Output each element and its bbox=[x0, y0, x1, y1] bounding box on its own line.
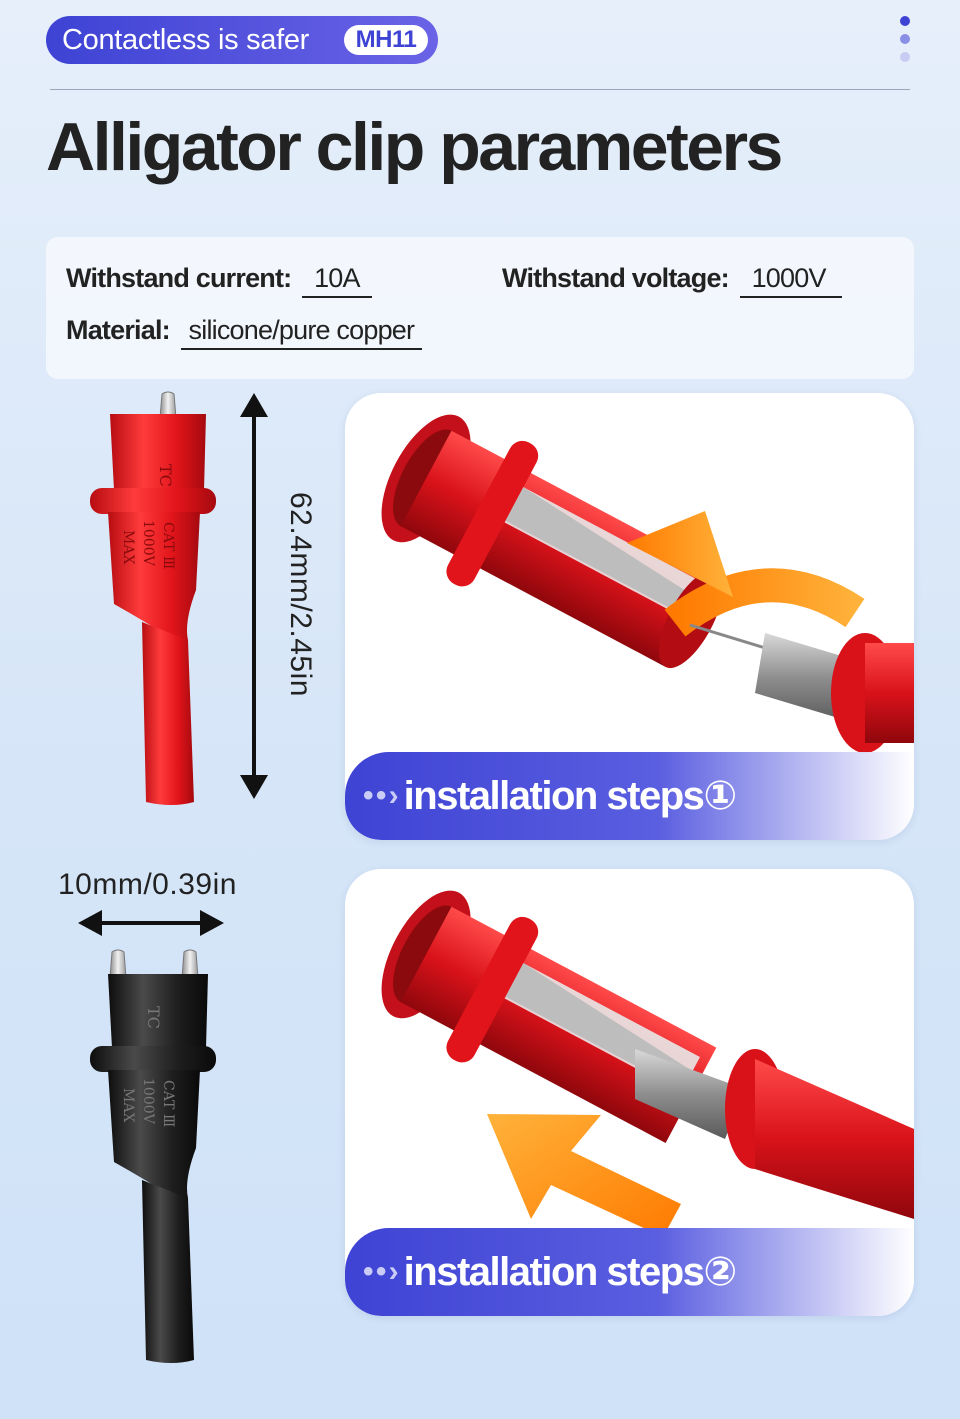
red-clip-max: MAX bbox=[120, 530, 136, 564]
red-clip-brand: TC bbox=[156, 464, 175, 487]
param-material: Material: silicone/pure copper bbox=[66, 315, 423, 350]
red-alligator-clip-image: TC MAX 1000V CAT Ⅲ bbox=[90, 391, 216, 805]
header-tagline-pill: Contactless is safer MH11 bbox=[46, 16, 438, 64]
param-material-label: Material: bbox=[66, 315, 171, 345]
black-clip-category: CAT Ⅲ bbox=[160, 1080, 176, 1127]
step-1-banner: • • › installation steps① bbox=[345, 752, 914, 840]
param-voltage-label: Withstand voltage: bbox=[502, 263, 730, 293]
length-dimension-label: 62.4mm/2.45in bbox=[284, 492, 317, 697]
step-2-banner: • • › installation steps② bbox=[345, 1228, 914, 1316]
step-1-label: installation steps① bbox=[403, 774, 738, 818]
param-material-value: silicone/pure copper bbox=[180, 315, 423, 350]
step-1-card: • • › installation steps① bbox=[345, 393, 914, 840]
step-1-photo bbox=[381, 414, 914, 753]
model-badge: MH11 bbox=[344, 25, 428, 55]
length-dimension-arrow bbox=[240, 393, 268, 799]
black-alligator-clip-image: TC MAX 1000V CAT Ⅲ bbox=[90, 949, 216, 1363]
width-dimension-label: 10mm/0.39in bbox=[58, 868, 237, 901]
param-current-label: Withstand current: bbox=[66, 263, 292, 293]
header-divider bbox=[50, 89, 910, 90]
dot-1 bbox=[900, 16, 910, 26]
header-tagline: Contactless is safer bbox=[62, 23, 310, 56]
step-2-chevron-icon: • • › bbox=[363, 1255, 399, 1288]
dot-3 bbox=[900, 52, 910, 62]
model-badge-label: MH11 bbox=[355, 26, 417, 53]
black-clip-voltage: 1000V bbox=[140, 1078, 156, 1125]
step-2-label: installation steps② bbox=[403, 1250, 738, 1294]
red-clip-category: CAT Ⅲ bbox=[160, 522, 176, 569]
red-clip-voltage: 1000V bbox=[140, 520, 156, 567]
step-2-photo bbox=[381, 890, 914, 1237]
parameters-card: Withstand current: 10A Withstand voltage… bbox=[46, 237, 914, 379]
param-voltage-value: 1000V bbox=[739, 263, 842, 298]
black-clip-max: MAX bbox=[120, 1088, 136, 1122]
param-voltage: Withstand voltage: 1000V bbox=[502, 263, 842, 298]
page-title: Alligator clip parameters bbox=[46, 109, 783, 185]
step-2-card: • • › installation steps② bbox=[345, 869, 914, 1316]
width-dimension-arrow bbox=[78, 910, 224, 936]
param-current: Withstand current: 10A bbox=[66, 263, 372, 298]
dot-2 bbox=[900, 34, 910, 44]
step-1-chevron-icon: • • › bbox=[363, 779, 399, 812]
param-current-value: 10A bbox=[302, 263, 372, 298]
black-clip-brand: TC bbox=[144, 1006, 163, 1029]
pagination-dots bbox=[900, 16, 910, 70]
